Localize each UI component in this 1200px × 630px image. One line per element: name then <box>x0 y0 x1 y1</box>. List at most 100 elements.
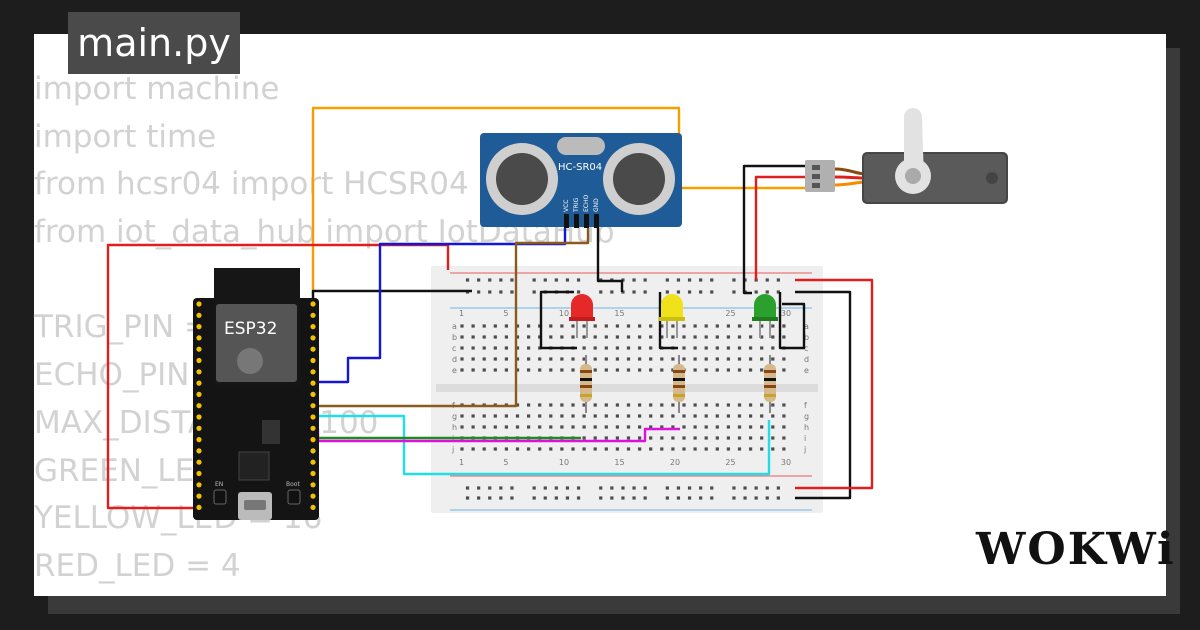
breadboard-hole <box>621 496 625 500</box>
breadboard-hole <box>676 278 681 282</box>
led-yellow <box>659 294 685 338</box>
breadboard-hole <box>471 414 475 418</box>
breadboard-hole <box>704 414 708 418</box>
breadboard-hole <box>582 335 586 339</box>
breadboard-hole <box>615 324 619 328</box>
breadboard-hole <box>538 425 542 429</box>
breadboard-hole <box>499 496 503 500</box>
breadboard-row-label: d <box>804 355 809 364</box>
breadboard-hole <box>782 436 786 440</box>
breadboard-hole <box>771 425 775 429</box>
breadboard-hole <box>771 447 775 451</box>
file-tab[interactable]: main.py <box>68 12 240 74</box>
breadboard-row-label: f <box>804 401 807 410</box>
breadboard-column-label: 15 <box>614 309 624 318</box>
breadboard-hole <box>482 368 486 372</box>
breadboard-hole <box>477 290 481 294</box>
breadboard-hole <box>732 486 736 490</box>
breadboard-hole <box>604 324 608 328</box>
breadboard-column-label: 5 <box>503 458 508 467</box>
breadboard-hole <box>665 290 669 294</box>
breadboard-column-label: 30 <box>781 458 791 467</box>
breadboard-hole <box>471 368 475 372</box>
sensor-label: HC-SR04 <box>558 162 602 173</box>
esp32-pin <box>310 448 316 454</box>
breadboard-hole <box>527 335 531 339</box>
breadboard-hole <box>582 425 586 429</box>
breadboard-hole <box>538 324 542 328</box>
esp32-pin <box>196 437 202 443</box>
breadboard-hole <box>687 278 692 282</box>
breadboard-hole <box>593 436 597 440</box>
breadboard-hole <box>726 335 730 339</box>
breadboard-hole <box>599 290 603 294</box>
breadboard-hole <box>749 447 753 451</box>
breadboard-hole <box>582 346 586 350</box>
breadboard-hole <box>626 436 631 440</box>
esp32-pin <box>196 346 202 352</box>
breadboard-hole <box>771 346 775 350</box>
breadboard-hole <box>682 403 686 407</box>
breadboard-hole <box>515 346 520 350</box>
breadboard-hole <box>660 414 664 418</box>
esp32-pin <box>310 346 316 352</box>
breadboard-row-label: h <box>452 423 457 432</box>
breadboard-hole <box>554 278 558 282</box>
breadboard-hole <box>682 335 686 339</box>
breadboard-hole <box>649 346 653 350</box>
breadboard-hole <box>693 414 697 418</box>
breadboard-hole <box>715 335 719 339</box>
breadboard-hole <box>504 324 508 328</box>
breadboard-hole <box>715 324 719 328</box>
breadboard-hole <box>682 436 686 440</box>
breadboard-hole <box>626 357 631 361</box>
breadboard-hole <box>499 290 503 294</box>
breadboard-hole <box>510 290 514 294</box>
breadboard-hole <box>699 290 703 294</box>
breadboard-hole <box>671 414 675 418</box>
breadboard-hole <box>493 335 497 339</box>
breadboard-hole <box>493 425 497 429</box>
breadboard-hole <box>460 368 464 372</box>
breadboard-hole <box>760 425 764 429</box>
breadboard-hole <box>638 447 642 451</box>
breadboard-hole <box>693 368 697 372</box>
esp32-pin <box>196 391 202 397</box>
breadboard-hole <box>504 425 508 429</box>
breadboard-hole <box>610 496 614 500</box>
breadboard-hole <box>621 278 625 282</box>
breadboard-hole <box>527 403 531 407</box>
breadboard-hole <box>582 403 586 407</box>
breadboard-hole <box>576 278 581 282</box>
breadboard-hole <box>649 425 653 429</box>
esp32-pin <box>310 324 316 330</box>
esp32-pin <box>196 459 202 465</box>
code-line: from hcsr04 import HCSR04 <box>34 166 469 203</box>
esp32-pin <box>196 312 202 318</box>
breadboard-column-label: 30 <box>781 309 791 318</box>
breadboard-hole <box>460 346 464 350</box>
breadboard-hole <box>560 368 564 372</box>
esp32-pin <box>196 504 202 510</box>
esp32-pin <box>310 414 316 420</box>
leds <box>569 294 778 338</box>
breadboard-hole <box>704 368 708 372</box>
breadboard-hole <box>527 357 531 361</box>
breadboard-hole <box>610 486 614 490</box>
breadboard-hole <box>626 447 631 451</box>
breadboard-hole <box>671 403 675 407</box>
breadboard-hole <box>465 486 470 490</box>
breadboard-hole <box>749 425 753 429</box>
breadboard-hole <box>776 278 780 282</box>
breadboard-hole <box>538 335 542 339</box>
breadboard-hole <box>504 357 508 361</box>
breadboard-hole <box>638 425 642 429</box>
breadboard-hole <box>710 278 714 282</box>
breadboard-hole <box>682 357 686 361</box>
esp32-pin <box>310 335 316 341</box>
breadboard-hole <box>538 447 542 451</box>
boot-button-label: Boot <box>286 481 300 488</box>
esp32-pin <box>196 335 202 341</box>
breadboard-hole <box>704 357 708 361</box>
breadboard-hole <box>465 278 470 282</box>
